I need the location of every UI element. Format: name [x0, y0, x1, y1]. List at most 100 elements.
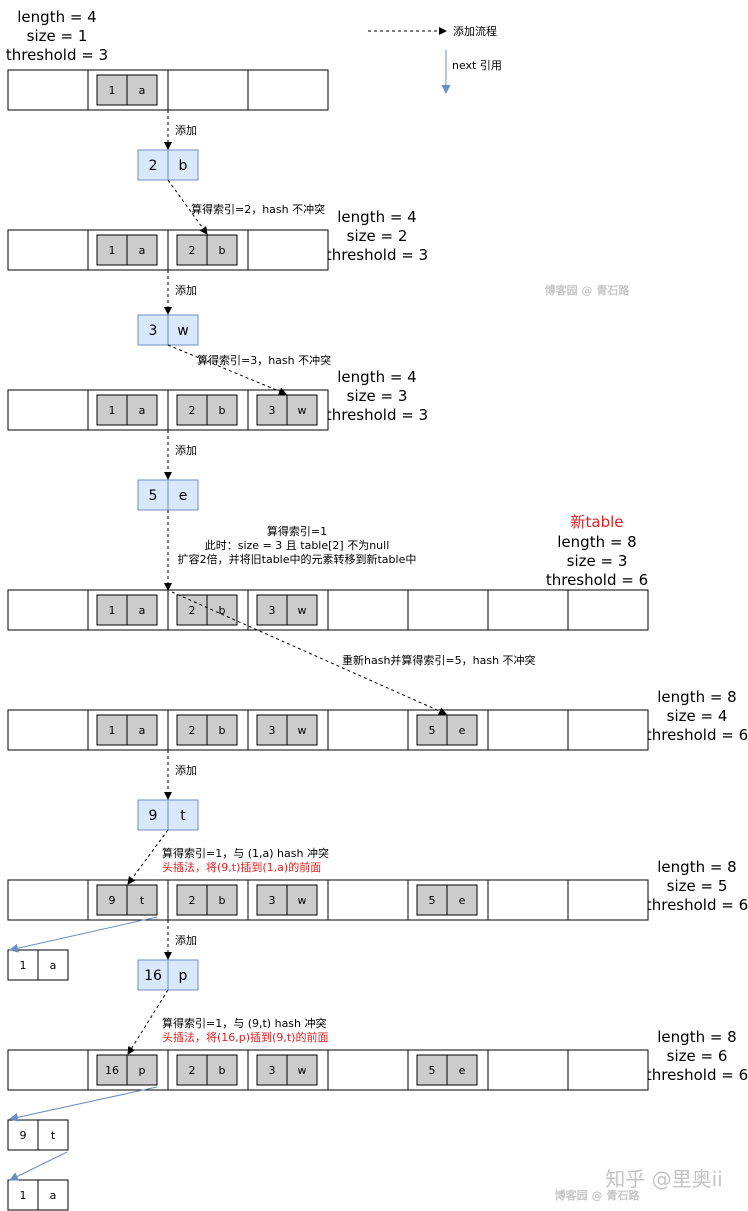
node-key: 2 [149, 158, 158, 174]
entry-value: w [298, 724, 307, 737]
entry-key: 1 [20, 1189, 27, 1202]
node-key: 3 [149, 323, 158, 339]
entry-value: t [140, 894, 145, 907]
stats-3: 新table length = 8 size = 3 threshold = 6 [546, 513, 648, 589]
entry-value: a [139, 724, 146, 737]
entry-node: 3 w [256, 394, 318, 426]
watermark-blog: 博客园 @ 青石路 [545, 283, 631, 297]
entry-value: w [298, 604, 307, 617]
entry-key: 3 [269, 404, 276, 417]
annotation-highlight: 头插法，将(16,p)插到(9,t)的前面 [162, 1030, 328, 1044]
entry-node: 2 b [176, 884, 238, 916]
node-key: 9 [149, 808, 158, 824]
node-value: t [180, 808, 186, 824]
entry-value: w [298, 1064, 307, 1077]
new-node: 9 t [137, 799, 199, 831]
entry-key: 2 [189, 894, 196, 907]
stats-threshold: threshold = 6 [646, 1066, 748, 1084]
node-key: 16 [144, 968, 162, 984]
entry-key: 5 [429, 894, 436, 907]
entry-node: 3 w [256, 594, 318, 626]
entry-value: t [51, 1129, 56, 1142]
entry-key: 1 [109, 604, 116, 617]
annotation-highlight: 头插法，将(9,t)插到(1,a)的前面 [162, 860, 321, 874]
entry-value: p [139, 1064, 146, 1077]
step-label-add: 添加 [175, 123, 197, 137]
entry-key: 9 [109, 894, 116, 907]
annotation: 重新hash并算得索引=5，hash 不冲突 [342, 653, 536, 667]
entry-key: 9 [20, 1129, 27, 1142]
entry-key: 3 [269, 724, 276, 737]
entry-key: 2 [189, 404, 196, 417]
entry-node: 1 a [96, 74, 158, 106]
table-0 [7, 69, 329, 111]
entry-key: 2 [189, 1064, 196, 1077]
table-1 [7, 229, 329, 271]
entry-key: 1 [109, 84, 116, 97]
watermark-blog: 博客园 @ 青石路 [555, 1188, 641, 1202]
stats-size: size = 5 [667, 877, 728, 895]
entry-value: a [50, 959, 57, 972]
chain-node: 1 a [7, 949, 69, 981]
entry-node: 3 w [256, 884, 318, 916]
entry-node: 5 e [416, 714, 478, 746]
watermark-zhihu: 知乎 @里奥ii [605, 1167, 722, 1191]
entry-value: e [459, 894, 466, 907]
watermarks: 博客园 @ 青石路 博客园 @ 青石路 知乎 @里奥ii [545, 283, 723, 1202]
entry-node: 2 b [176, 1054, 238, 1086]
stats-2: length = 4 size = 3 threshold = 3 [326, 368, 428, 424]
stats-size: size = 2 [347, 227, 408, 245]
stats-length: length = 4 [337, 208, 416, 226]
annotation: 此时：size = 3 且 table[2] 不为null [205, 539, 390, 552]
entry-key: 2 [189, 724, 196, 737]
node-value: b [179, 158, 188, 174]
entry-value: e [459, 724, 466, 737]
entry-value: a [139, 604, 146, 617]
new-node: 2 b [137, 149, 199, 181]
stats-size: size = 1 [27, 27, 88, 45]
chain-node: 9 t [7, 1119, 69, 1151]
entry-node: 1 a [96, 594, 158, 626]
annotation: 算得索引=3，hash 不冲突 [197, 353, 331, 367]
entry-key: 2 [189, 244, 196, 257]
new-node: 16 p [137, 959, 199, 991]
annotation: 算得索引=1，与 (9,t) hash 冲突 [162, 1016, 327, 1030]
entry-value: b [219, 894, 226, 907]
stats-threshold: threshold = 6 [646, 726, 748, 744]
stats-length: length = 8 [657, 688, 736, 706]
step-label-add: 添加 [175, 443, 197, 457]
stats-length: length = 8 [657, 1028, 736, 1046]
step-labels: 添加 添加 添加 添加 添加 [175, 123, 197, 947]
entry-node: 3 w [256, 714, 318, 746]
entry-key: 2 [189, 604, 196, 617]
entry-node: 1 a [96, 714, 158, 746]
annotation: 算得索引=1，与 (1,a) hash 冲突 [162, 846, 329, 860]
entry-value: b [219, 404, 226, 417]
stats-size: size = 4 [667, 707, 728, 725]
stats-4: length = 8 size = 4 threshold = 6 [646, 688, 748, 744]
new-node: 5 e [137, 479, 199, 511]
entry-value: b [219, 724, 226, 737]
entry-value: b [219, 1064, 226, 1077]
legend: 添加流程 next 引用 [368, 24, 502, 94]
stats-length: length = 8 [657, 858, 736, 876]
stats-threshold: threshold = 6 [646, 896, 748, 914]
entry-key: 3 [269, 1064, 276, 1077]
stats-length: length = 4 [17, 8, 96, 26]
add-flow-arrows [127, 110, 447, 1055]
next-ref-arrows [9, 916, 158, 1181]
chain-node: 1 a [7, 1179, 69, 1211]
step-label-add: 添加 [175, 933, 197, 947]
legend-next-ref: next 引用 [452, 58, 502, 72]
entry-key: 5 [429, 724, 436, 737]
step-label-add: 添加 [175, 283, 197, 297]
stats-size: size = 3 [347, 387, 408, 405]
entry-value: w [298, 894, 307, 907]
entry-value: b [219, 604, 226, 617]
stats-length: length = 4 [337, 368, 416, 386]
entry-node: 16 p [96, 1054, 158, 1086]
new-node: 3 w [137, 314, 199, 346]
stats-threshold: threshold = 6 [546, 571, 648, 589]
entry-key: 16 [105, 1064, 119, 1077]
